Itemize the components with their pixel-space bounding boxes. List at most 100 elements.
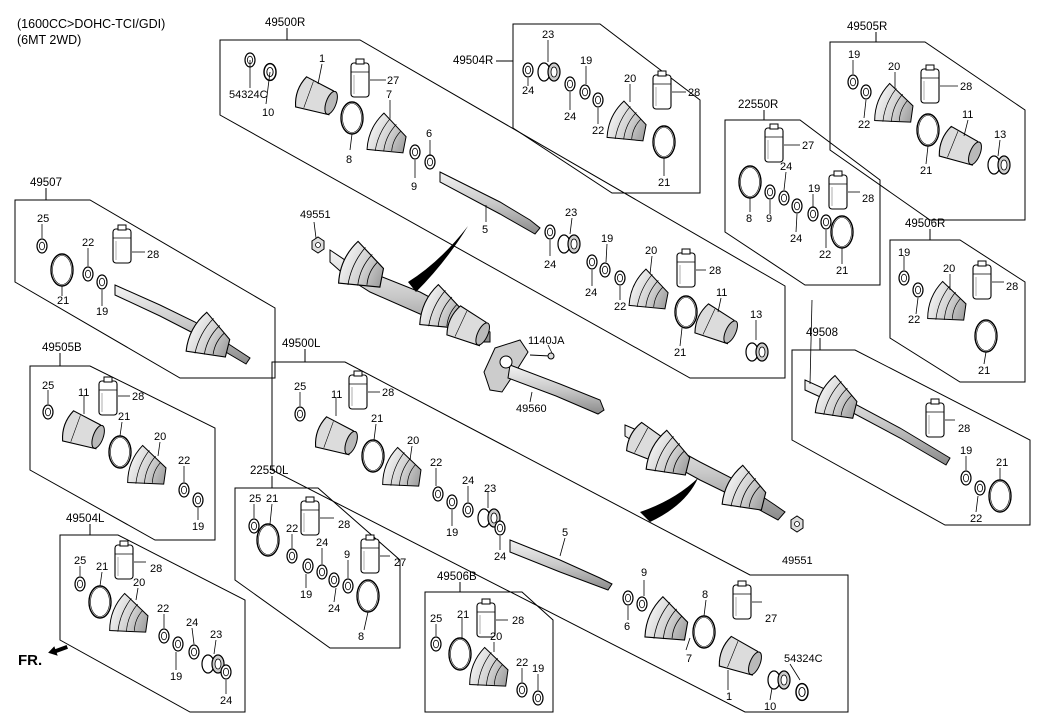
part-label-20-49505B: 20: [154, 431, 166, 443]
part-label-22-49505R: 22: [858, 119, 870, 131]
part-label-22-49508: 22: [970, 513, 982, 525]
part-label-24-right-a: 24: [544, 259, 556, 271]
part-label-21-49507: 21: [57, 295, 69, 307]
group-title-49504L: 49504L: [66, 513, 105, 525]
group-title-49504R: 49504R: [453, 55, 493, 67]
part-label-28-22550R: 28: [862, 193, 874, 205]
callout-54324C-right: 54324C: [229, 89, 268, 101]
part-label-11-49505R: 11: [962, 109, 973, 121]
left-drive-shaft-assembly: [622, 420, 804, 533]
bearing-bracket-assembly: [483, 339, 605, 415]
group-title-49505R: 49505R: [847, 21, 887, 33]
group-box-49505B: [29, 365, 216, 541]
part-label-27-49500L: 27: [765, 613, 777, 625]
callout-1140JA: 1140JA: [528, 335, 565, 347]
group-box-49506R: [889, 239, 1026, 383]
part-label-25-49506B: 25: [430, 613, 442, 625]
group-49500L-parts: [294, 370, 809, 702]
part-label-9-right: 9: [411, 181, 417, 193]
part-label-19-right: 19: [601, 233, 613, 245]
part-label-25-49500L: 25: [294, 381, 306, 393]
part-label-1-right: 1: [319, 53, 325, 65]
part-label-10-right: 10: [262, 107, 274, 119]
model-spec-line2: (6MT 2WD): [17, 33, 82, 47]
part-label-19-49505B: 19: [192, 521, 204, 533]
part-label-28-22550L: 28: [338, 519, 350, 531]
group-title-49505B: 49505B: [42, 342, 82, 354]
part-label-20-49506R: 20: [943, 263, 955, 275]
part-label-11-49505B: 11: [78, 387, 89, 399]
part-label-28-49506R: 28: [1006, 281, 1018, 293]
part-label-22-49506B: 22: [516, 657, 528, 669]
part-label-21-right: 21: [674, 347, 686, 359]
part-label-22-49500L: 22: [430, 457, 442, 469]
part-label-22-49507: 22: [82, 237, 94, 249]
part-label-23-49504L: 23: [210, 629, 222, 641]
part-label-24-49504R-a: 24: [522, 85, 534, 97]
group-box-49500R: [219, 39, 786, 379]
part-label-20-right: 20: [645, 245, 657, 257]
part-label-28-49504L: 28: [150, 563, 162, 575]
part-label-25-49504L: 25: [74, 555, 86, 567]
part-label-28-49508: 28: [958, 423, 970, 435]
group-title-22550R: 22550R: [738, 99, 778, 111]
group-box-49504R: [512, 23, 701, 194]
part-label-21-49508: 21: [996, 457, 1008, 469]
right-drive-shaft-assembly: [311, 226, 495, 352]
part-label-24-22550L-a: 24: [316, 537, 328, 549]
callout-49560: 49560: [516, 403, 547, 415]
part-label-21-49506R: 21: [978, 365, 990, 377]
part-label-9-22550L: 9: [344, 549, 350, 561]
group-box-49504L: [59, 534, 246, 713]
part-label-13-49505R: 13: [994, 129, 1006, 141]
part-label-19-22550L: 19: [300, 589, 312, 601]
part-label-27-right: 27: [387, 75, 399, 87]
part-label-22-right: 22: [614, 301, 626, 313]
group-title-49508: 49508: [806, 327, 838, 339]
group-box-49506B: [424, 591, 554, 713]
part-label-25-22550L: 25: [249, 493, 261, 505]
callout-54324C-left: 54324C: [784, 653, 823, 665]
group-49500R-parts: [244, 52, 769, 362]
group-title-49507: 49507: [30, 177, 62, 189]
part-label-19-49506R: 19: [898, 247, 910, 259]
part-label-8-right: 8: [346, 154, 352, 166]
part-label-21-49505B: 21: [118, 411, 130, 423]
part-label-1-49500L: 1: [726, 691, 732, 703]
part-label-23-49500L: 23: [484, 483, 496, 495]
group-box-49508: [791, 349, 1031, 526]
part-label-20-49505R: 20: [888, 61, 900, 73]
part-label-20-49500L: 20: [407, 435, 419, 447]
part-label-10-49500L: 10: [764, 701, 776, 713]
group-49508-parts: [804, 373, 1012, 513]
part-label-21-49505R: 21: [920, 165, 932, 177]
part-label-11-right: 11: [716, 287, 727, 299]
part-label-11-49500L: 11: [331, 389, 342, 401]
callout-49551-lower: 49551: [782, 555, 813, 567]
front-direction-arrow-icon: [48, 645, 68, 656]
part-label-8-22550L: 8: [358, 631, 364, 643]
part-label-20-49506B: 20: [490, 631, 502, 643]
part-label-24-49504L-a: 24: [186, 617, 198, 629]
part-label-19-49500L: 19: [446, 527, 458, 539]
part-label-28-49505R: 28: [960, 81, 972, 93]
part-label-22-49504L: 22: [157, 603, 169, 615]
group-49504R-parts: [522, 62, 676, 159]
part-label-28-right: 28: [709, 265, 721, 277]
part-label-22-49506R: 22: [908, 314, 920, 326]
part-label-21-49504R: 21: [658, 177, 670, 189]
part-label-21-49504L: 21: [96, 561, 108, 573]
group-title-49506R: 49506R: [905, 218, 945, 230]
group-box-22550R: [724, 119, 881, 286]
group-box-49507: [14, 199, 276, 379]
part-label-28-49504R: 28: [688, 87, 700, 99]
part-label-24-right-b: 24: [585, 287, 597, 299]
part-label-5-right: 5: [482, 224, 488, 236]
part-label-7-right: 7: [386, 89, 392, 101]
part-label-21-22550L: 21: [266, 493, 278, 505]
part-label-19-49505R: 19: [848, 49, 860, 61]
leader-lines: [41, 40, 1004, 701]
part-label-22-49505B: 22: [178, 455, 190, 467]
part-label-9-49500L: 9: [641, 567, 647, 579]
